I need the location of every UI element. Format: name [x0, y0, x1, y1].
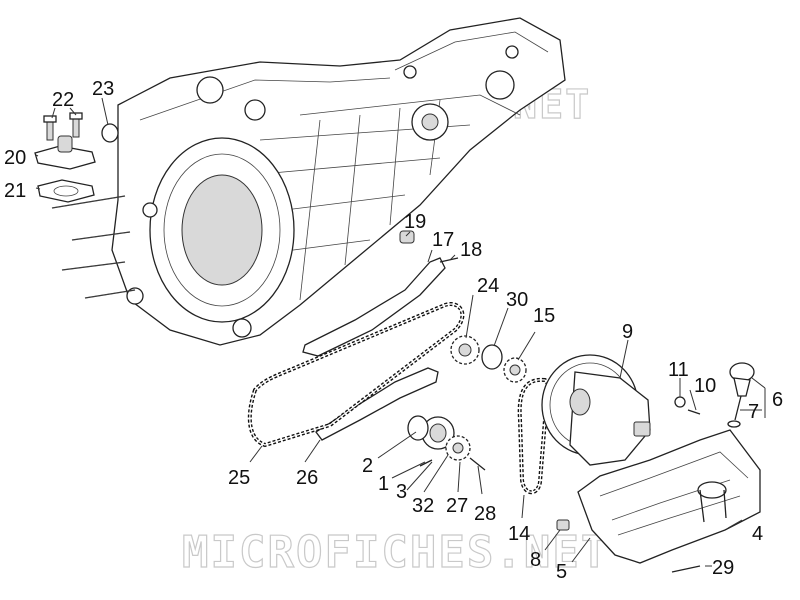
callout-28: 28	[474, 503, 496, 525]
callout-32: 32	[412, 495, 434, 517]
callout-17: 17	[432, 229, 454, 251]
oil-dipstick	[727, 362, 755, 428]
oil-pump	[541, 354, 701, 466]
callout-11: 11	[668, 359, 689, 381]
callout-labels: 22 23 20 21 19 17 18 24 30 15 9 11 10 6 …	[4, 78, 783, 583]
oil-sump-cover	[556, 429, 761, 573]
callout-4: 4	[752, 523, 763, 545]
leader-lines	[35, 97, 766, 567]
callout-14: 14	[508, 523, 530, 545]
callout-2: 2	[362, 455, 373, 477]
callout-25: 25	[228, 467, 250, 489]
engine-crankcase	[51, 17, 566, 346]
callout-29: 29	[712, 557, 734, 579]
callout-26: 26	[296, 467, 318, 489]
callout-15: 15	[533, 305, 555, 327]
callout-5: 5	[556, 561, 567, 583]
watermark-bottom: MICROFICHES.NET	[182, 527, 609, 578]
callout-1: 1	[378, 473, 389, 495]
callout-21: 21	[4, 180, 26, 202]
callout-19: 19	[404, 211, 426, 233]
callout-20: 20	[4, 147, 26, 169]
callout-23: 23	[92, 78, 114, 100]
callout-10: 10	[694, 375, 716, 397]
callout-30: 30	[506, 289, 528, 311]
callout-18: 18	[460, 239, 482, 261]
chain-guides	[302, 230, 459, 441]
callout-7: 7	[748, 401, 759, 423]
callout-27: 27	[446, 495, 468, 517]
callout-9: 9	[622, 321, 633, 343]
callout-3: 3	[396, 481, 407, 503]
callout-22: 22	[52, 89, 74, 111]
callout-6: 6	[772, 389, 783, 411]
chain-tensioner-group	[34, 112, 119, 203]
sprockets	[407, 335, 527, 471]
callout-8: 8	[530, 549, 541, 571]
callout-24: 24	[477, 275, 499, 297]
